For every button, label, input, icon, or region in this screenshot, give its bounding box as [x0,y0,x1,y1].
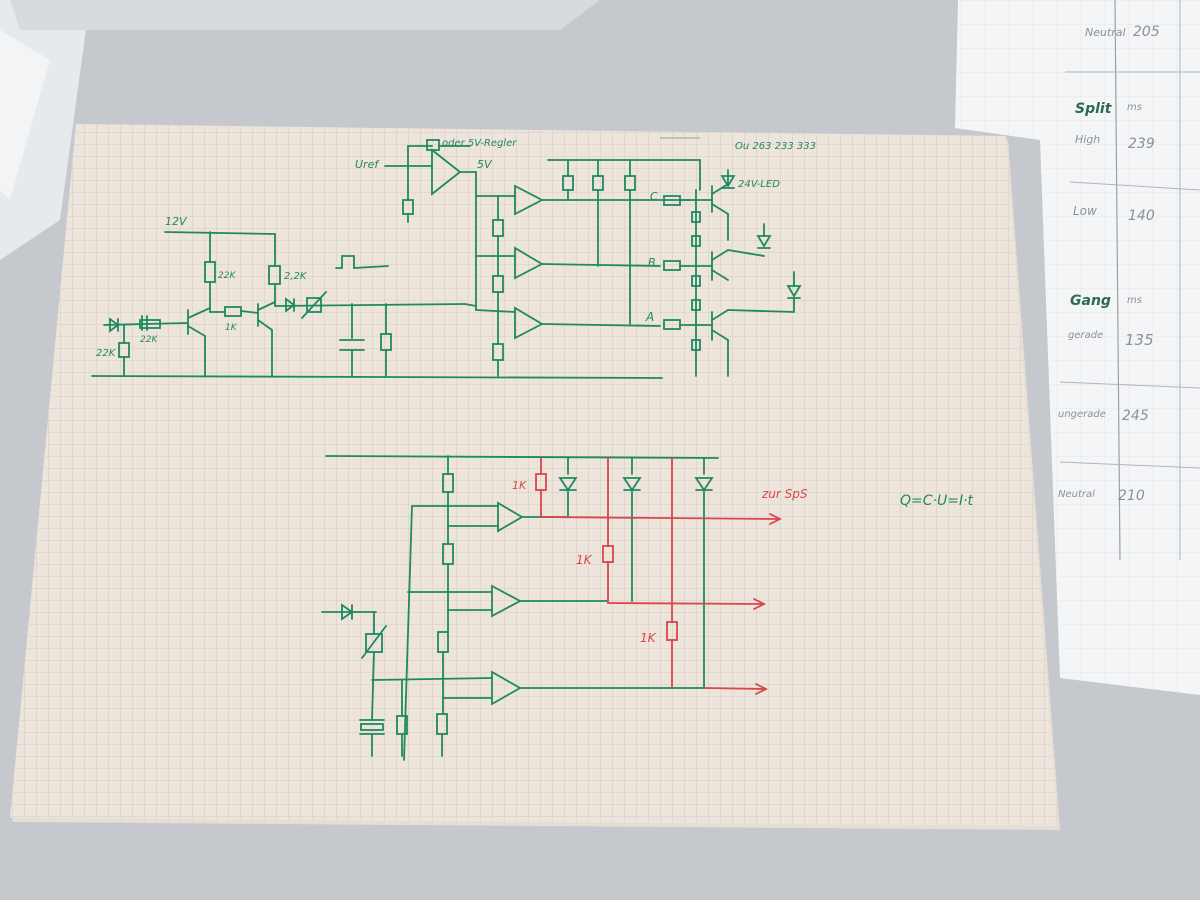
label-r4: 1K [225,323,238,333]
label-out-c: C [650,190,658,203]
side-row-label: Low [1073,204,1097,218]
side-row-value: 135 [1125,331,1154,349]
side-row-value: 245 [1122,408,1149,424]
side-row-value: 210 [1118,488,1145,504]
label-r-mid: 1K [576,553,593,567]
lower-schematic-green [321,455,719,761]
label-top-right-note: Ou 263 233 333 [735,141,816,152]
label-r3: 2,2K [284,271,308,282]
label-out-a: A [645,310,654,324]
label-r2: 22K [96,348,117,359]
label-24v-led: 24V-LED [738,179,780,190]
label-12v: 12V [165,215,188,228]
side-row-value: 239 [1128,136,1155,152]
paper-corner-left [0,30,50,200]
upper-schematic [91,139,802,379]
side-row-label: Neutral [1058,489,1095,500]
formula-text: Q=C·U=I·t [900,493,974,509]
side-row-label: High [1075,133,1100,146]
label-out-b: B [648,256,656,269]
label-5v: 5V [477,158,493,171]
side-row-label: gerade [1068,330,1103,341]
paper-top-edge [10,0,600,30]
side-row-label: Split [1075,101,1113,117]
graph-paper [10,124,1060,830]
side-row-value: ms [1127,102,1142,113]
label-to-sps: zur SpS [761,487,808,501]
label-r-low: 1K [640,631,657,645]
label-r5: 22K [140,335,158,345]
side-row-value: ms [1127,295,1142,306]
label-regulator-note: oder 5V-Regler [442,138,517,149]
label-r-top: 1K [512,479,527,492]
side-row-value: 205 [1133,24,1160,40]
side-row-value: 140 [1128,208,1155,224]
side-row-label: ungerade [1058,409,1106,420]
side-row-label: Neutral [1085,26,1126,39]
label-uref: Uref [355,158,380,171]
label-r1: 22K [218,271,236,281]
side-sheet [955,0,1200,695]
lower-schematic-red [535,457,783,695]
side-row-label: Gang [1070,293,1111,309]
